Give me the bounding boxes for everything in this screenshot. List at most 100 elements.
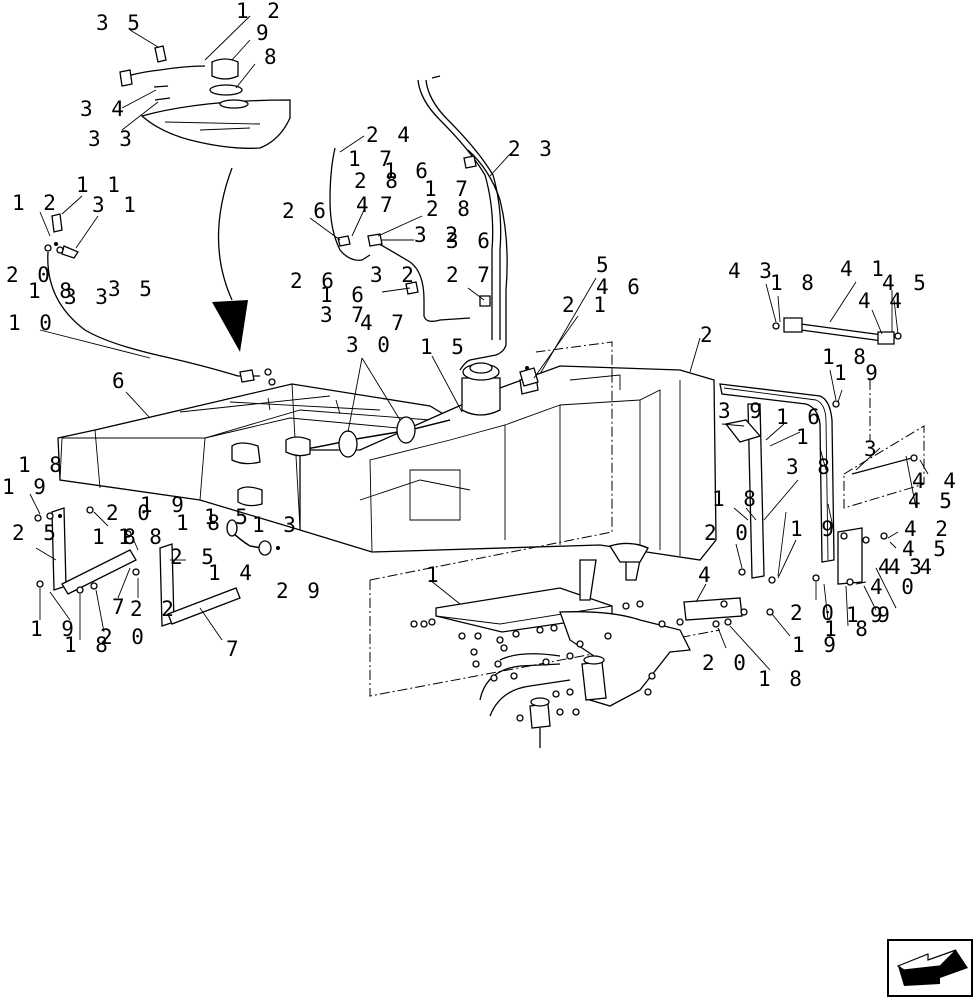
callout-p9b: 9	[870, 603, 886, 627]
callout-p15b: 1 5	[204, 505, 251, 529]
callout-p1a: 1	[796, 425, 812, 449]
callout-p18c: 1 8	[822, 345, 869, 369]
callout-p19d: 1 9	[790, 517, 837, 541]
callout-p35a: 3 5	[96, 11, 143, 35]
callout-p20d: 2 0	[790, 601, 837, 625]
callout-p44b: 4 4	[912, 469, 959, 493]
callout-p30: 3 0	[346, 333, 393, 357]
callout-p47b: 4 7	[360, 311, 407, 335]
callout-p7c: 7	[226, 637, 242, 661]
callout-p21: 2 1	[562, 293, 609, 317]
callout-p46: 4 6	[596, 275, 643, 299]
callout-p25a: 2 5	[12, 521, 59, 545]
vent-line-assembly	[39, 195, 276, 386]
drain-hose	[226, 519, 280, 556]
callout-p18d: 1 8	[18, 453, 65, 477]
callout-p12a: 1 2	[236, 0, 283, 23]
fuel-lines	[125, 75, 701, 433]
callout-p7b: 7	[112, 595, 128, 619]
callout-p22: 2 2	[130, 597, 177, 621]
callout-p19b: 1 9	[2, 475, 49, 499]
callout-p18a: 1 8	[28, 279, 75, 303]
callout-p18j: 1 8	[64, 633, 111, 657]
callout-p14: 1 4	[208, 561, 255, 585]
callout-p18g: 1 8	[118, 525, 165, 549]
callout-p43b: 4 3	[878, 555, 925, 579]
callout-p35b: 3 5	[108, 277, 155, 301]
callout-p39: 3 9	[718, 399, 765, 423]
right-frame-brackets	[719, 369, 929, 627]
callout-p20f: 2 0	[702, 651, 749, 675]
callout-p25b: 2 5	[170, 545, 217, 569]
callout-p18k: 1 8	[758, 667, 805, 691]
callout-p18b: 1 8	[770, 271, 817, 295]
callout-p19a: 1 9	[834, 361, 881, 385]
callout-p31: 3 1	[92, 193, 139, 217]
callout-p2a: 2	[700, 323, 716, 347]
callout-p32b: 3 2	[370, 263, 417, 287]
callout-p41: 4 1	[840, 257, 887, 281]
callout-p33a: 3 3	[88, 127, 135, 151]
callout-p15a: 1 5	[420, 335, 467, 359]
callout-p4: 4	[698, 563, 714, 587]
callout-p28b: 2 8	[426, 197, 473, 221]
callout-p40: 4 0	[870, 575, 917, 599]
callout-p29: 2 9	[276, 579, 323, 603]
callout-p16a: 1 6	[384, 159, 431, 183]
callout-p33b: 3 3	[64, 285, 111, 309]
callout-p42a: 4 2	[904, 517, 951, 541]
callout-p8a: 8	[264, 45, 280, 69]
callout-p47a: 4	[356, 193, 372, 217]
callout-p16b: 1 6	[320, 283, 367, 307]
callout-p20c: 2 0	[704, 521, 751, 545]
callout-p18f: 1 8	[92, 525, 139, 549]
callout-p16c: 1 6	[776, 405, 823, 429]
callout-p26a: 2 6	[282, 199, 329, 223]
callout-p5a: 5	[596, 253, 612, 277]
callout-p18i: 1 8	[824, 617, 871, 641]
callout-p1b: 1	[426, 563, 442, 587]
callout-p44c: 4 4	[888, 555, 935, 579]
callout-p27: 2 7	[446, 263, 493, 287]
callout-p7a: 7	[380, 193, 396, 217]
callout-p38: 3 8	[786, 455, 833, 479]
callout-p11: 1 1	[76, 173, 123, 197]
callout-p44a: 4 4	[858, 289, 905, 313]
left-strap-brackets	[29, 493, 241, 641]
callout-p20a: 2 0	[6, 263, 53, 287]
callout-p3: 3	[864, 437, 880, 461]
callout-p43a: 4 3	[728, 259, 775, 283]
callout-p18e: 1 8	[176, 511, 223, 535]
callout-p23: 2 3	[508, 137, 555, 161]
next-page-arrow-icon[interactable]	[887, 939, 973, 997]
callout-p13: 1 3	[252, 513, 299, 537]
callout-p9a: 9	[256, 21, 272, 45]
assembly-arrow	[212, 167, 248, 352]
callout-p45c: 4 5	[902, 537, 949, 561]
callout-p19c: 1 9	[140, 493, 187, 517]
callout-p26b: 2 6	[290, 269, 337, 293]
callout-p36: 3 6	[446, 229, 493, 253]
callout-p17b: 1 7	[424, 177, 471, 201]
callout-p20e: 2 0	[100, 625, 147, 649]
callout-p19g: 1 9	[792, 633, 839, 657]
filler-neck-detail	[119, 15, 291, 149]
callout-p32a: 3 2	[414, 223, 461, 247]
callout-p18h: 1 8	[712, 487, 759, 511]
callout-p37: 3 7	[320, 303, 367, 327]
tie-rod-assembly	[765, 281, 902, 345]
callout-p10: 1 0	[8, 311, 55, 335]
callout-p45a: 4 5	[882, 271, 929, 295]
callout-p20b: 2 0	[106, 501, 153, 525]
callout-p24: 2 4	[366, 123, 413, 147]
callout-p28a: 2 8	[354, 169, 401, 193]
callout-p6: 6	[112, 369, 128, 393]
assembly-phantom-lines	[369, 341, 925, 697]
callout-p34: 3 4	[80, 97, 127, 121]
callout-p19e: 1 9	[846, 603, 893, 627]
callout-p17a: 1 7	[348, 147, 395, 171]
callout-p19f: 1 9	[30, 617, 77, 641]
